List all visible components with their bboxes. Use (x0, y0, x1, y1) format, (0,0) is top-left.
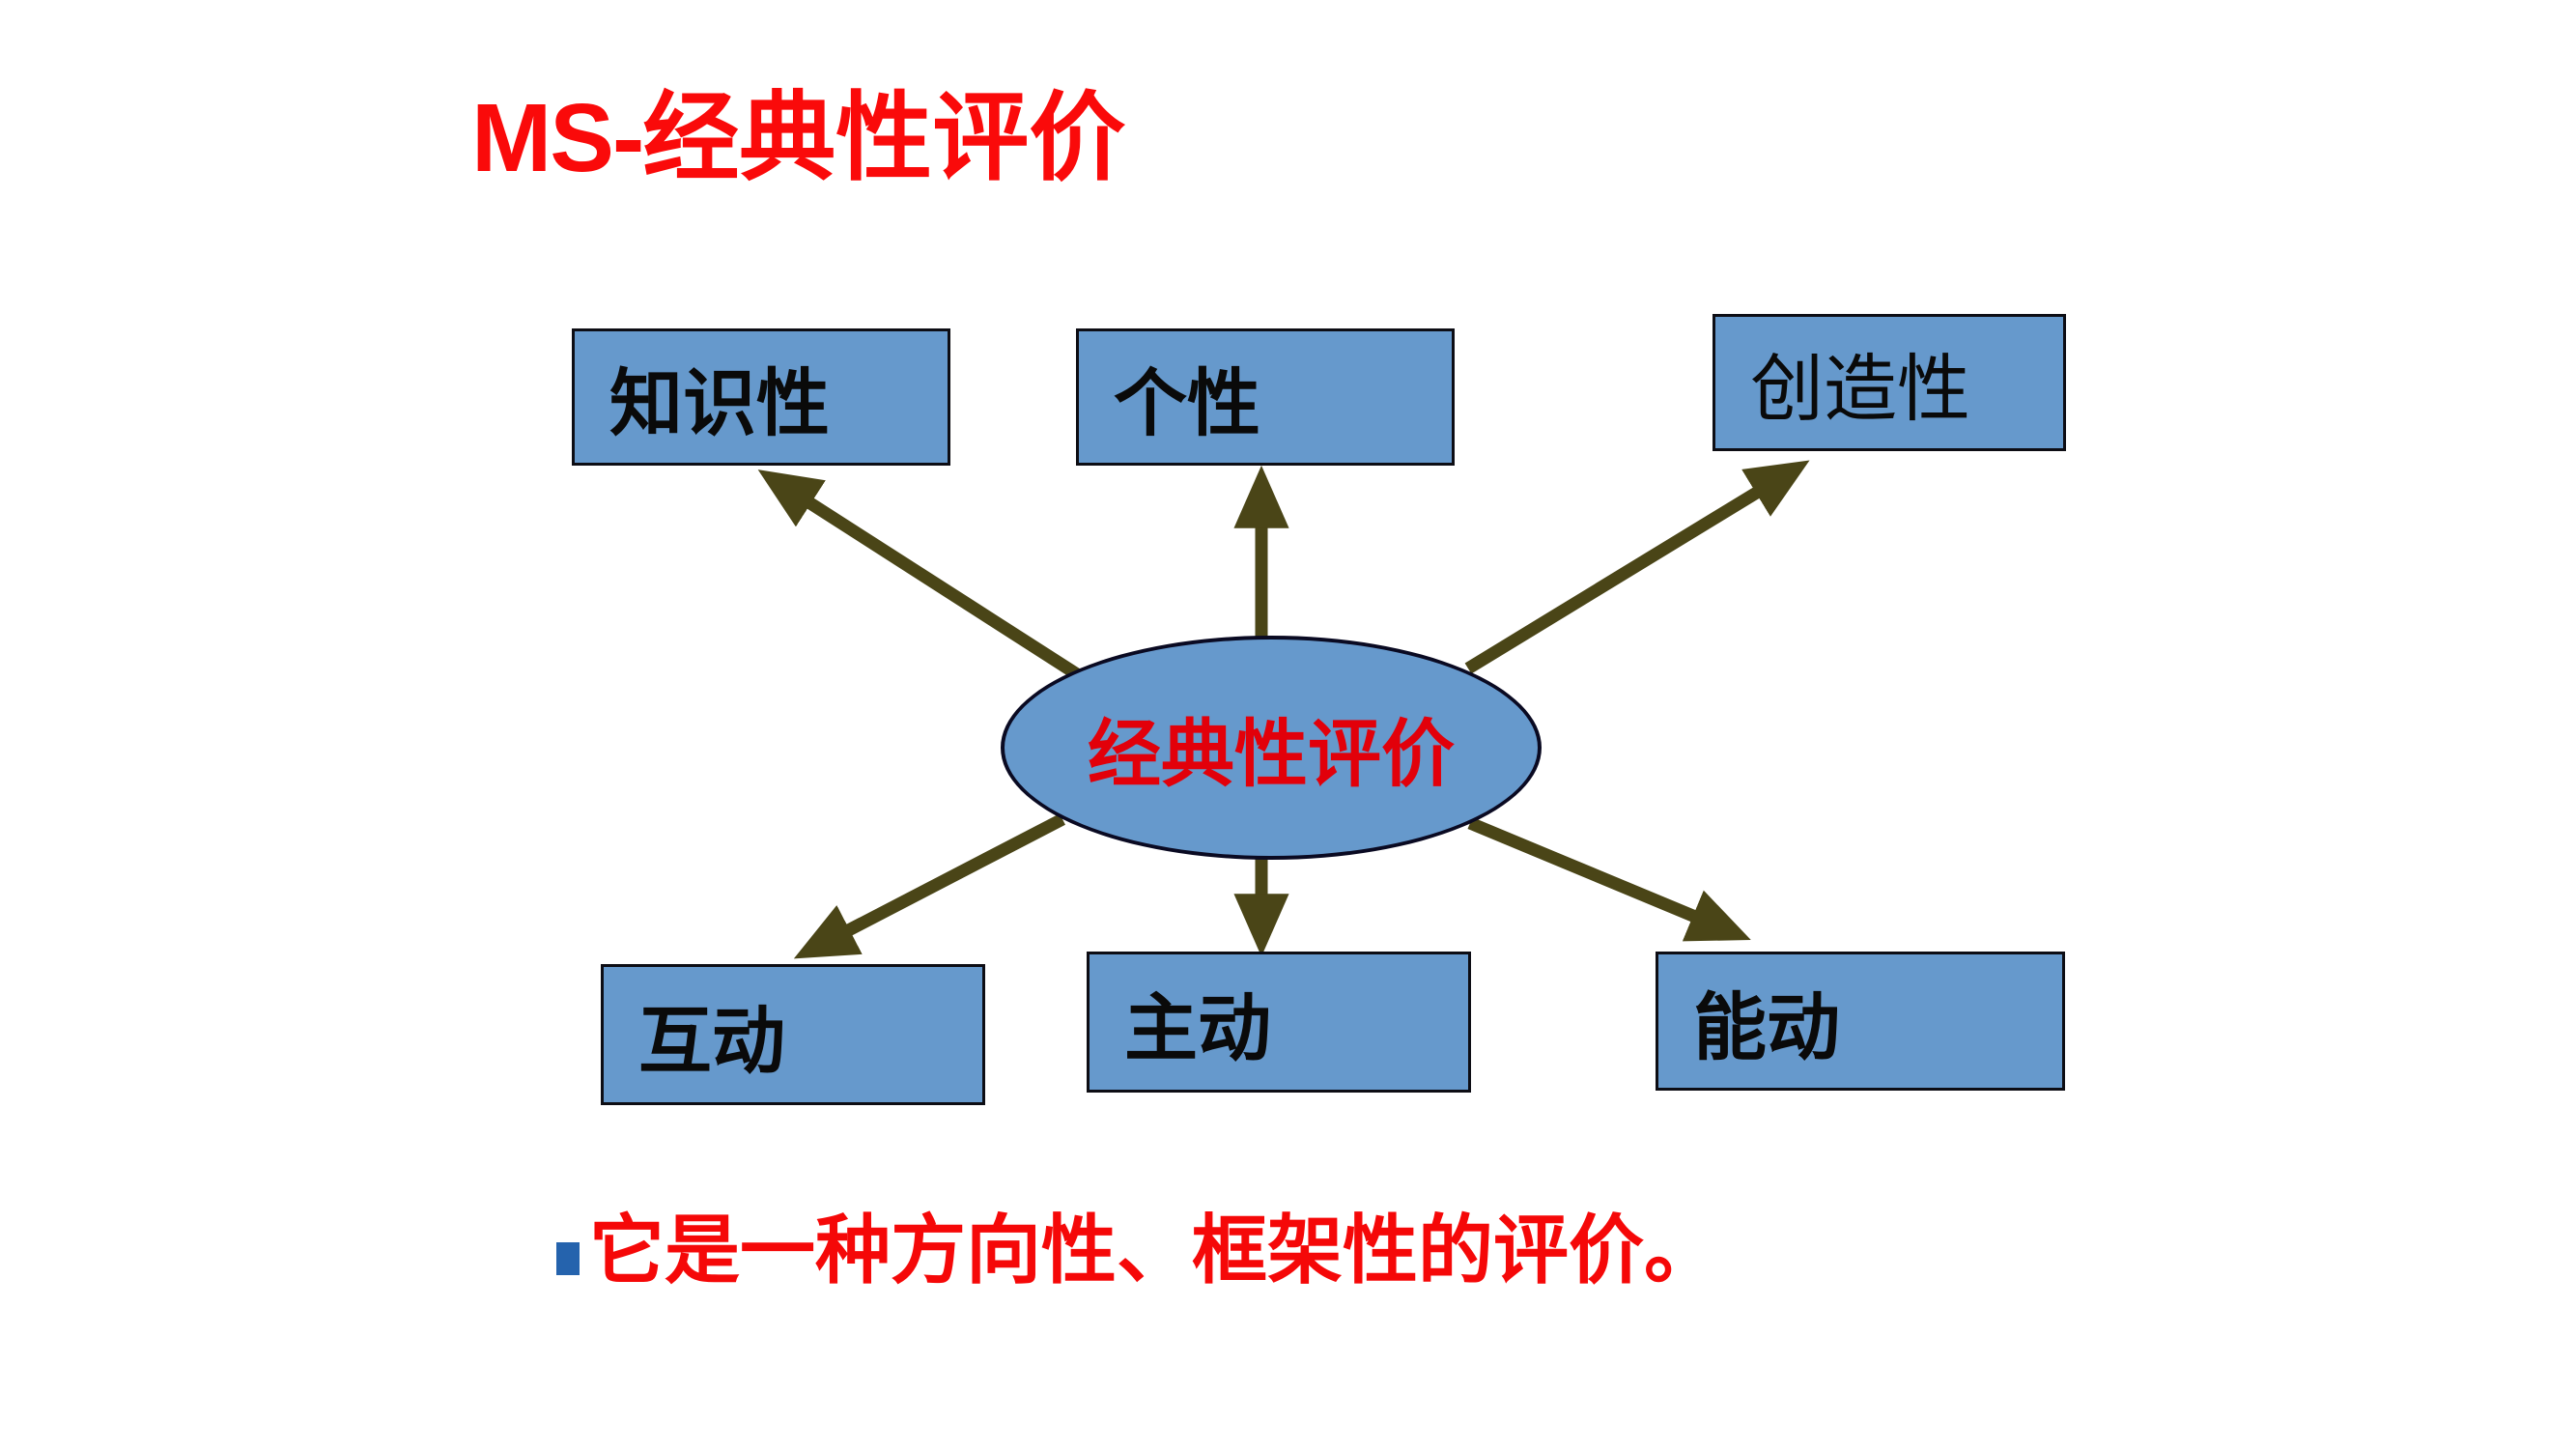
bullet-text: 它是一种方向性、框架性的评价。 (589, 1208, 1720, 1293)
node-chuangzaoxing-label: 创造性 (1750, 350, 1970, 431)
node-zhishixing-label: 知识性 (609, 364, 830, 445)
node-nengdong-label: 能动 (1693, 988, 1840, 1069)
center-ellipse: 经典性评价 (1001, 636, 1542, 860)
arrow-to-zhishixing (757, 469, 1081, 680)
node-chuangzaoxing: 创造性 (1713, 314, 2066, 451)
node-hudong: 互动 (601, 964, 985, 1105)
page-title: MS-经典性评价 (471, 83, 1125, 194)
bullet-line: 它是一种方向性、框架性的评价。 (556, 1209, 1719, 1293)
node-zhishixing: 知识性 (572, 328, 950, 466)
node-nengdong: 能动 (1656, 952, 2065, 1091)
node-zhudong: 主动 (1087, 952, 1471, 1093)
node-gexing: 个性 (1076, 328, 1455, 466)
page-title-main: 经典性评价 (642, 85, 1126, 192)
node-gexing-label: 个性 (1114, 364, 1260, 445)
page-title-prefix: MS- (471, 84, 644, 192)
node-zhudong-label: 主动 (1124, 989, 1271, 1070)
node-hudong-label: 互动 (638, 1002, 785, 1083)
arrow-to-nengdong (1467, 816, 1751, 942)
bullet-square-icon (556, 1242, 580, 1275)
center-ellipse-label: 经典性评价 (1088, 715, 1455, 796)
arrow-to-chuangzaoxing (1464, 460, 1810, 674)
arrow-to-hudong (793, 813, 1065, 959)
